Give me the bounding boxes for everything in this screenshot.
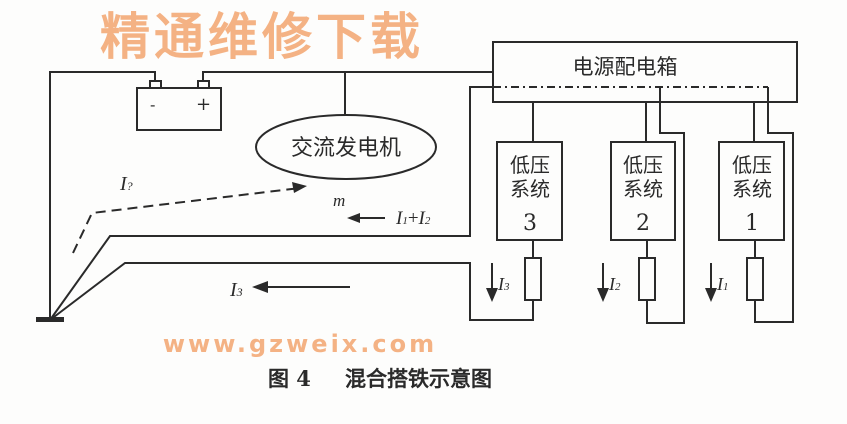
arrow-i3 (486, 288, 498, 302)
unknown-current-path (72, 187, 301, 254)
unknown-current-label: I? (119, 173, 133, 195)
svg-text:2: 2 (636, 211, 650, 236)
watermark-cn: 精通维修下载 (100, 8, 424, 66)
arrow-i2 (597, 288, 609, 302)
arrow-i1-i2 (347, 213, 360, 223)
system-1-label: 低压 系统 1 (732, 153, 772, 236)
figure-title: 混合搭铁示意图 (345, 366, 492, 391)
battery-terminal-negative (149, 80, 162, 89)
svg-text:系统: 系统 (732, 177, 772, 201)
figure-number: 图 4 (268, 366, 311, 391)
svg-text:系统: 系统 (510, 177, 550, 201)
load-resistor-1 (746, 257, 764, 301)
svg-text:低压: 低压 (510, 153, 550, 177)
arrow-i3-return (252, 281, 268, 293)
battery-minus-label: - (150, 95, 155, 114)
svg-text:1: 1 (745, 211, 759, 236)
system-box-2 (610, 141, 676, 241)
ground-return-1 (754, 87, 794, 323)
ground-return-2 (646, 87, 685, 324)
top-wire-left (49, 71, 156, 320)
system-box-1 (718, 141, 785, 241)
load-resistor-2 (638, 257, 656, 301)
system-2-label: 低压 系统 2 (623, 153, 663, 236)
battery-plus-label: + (196, 94, 211, 115)
svg-text:低压: 低压 (623, 153, 663, 177)
distribution-box-label: 电源配电箱 (573, 55, 678, 79)
load-resistor-3 (524, 257, 542, 301)
current-i1-label: I1 (716, 274, 729, 294)
alternator-label: 交流发电机 (291, 136, 401, 161)
svg-text:低压: 低压 (732, 153, 772, 177)
current-i3-label: I3 (497, 274, 510, 294)
sum-current-label: I1+I2 (395, 208, 431, 229)
arrow-unknown-current (292, 182, 307, 193)
current-i2-label: I2 (608, 274, 621, 294)
ground-wire-3 (49, 262, 534, 321)
system-3-label: 低压 系统 3 (510, 153, 550, 236)
return-current-i3-label: I3 (229, 279, 243, 301)
alternator (255, 114, 437, 180)
watermark-url: www.gzweix.com (163, 330, 437, 358)
top-wire-right (202, 71, 493, 81)
battery (136, 87, 222, 131)
svg-text:系统: 系统 (623, 177, 663, 201)
arrow-i1 (705, 288, 717, 302)
ground-wire-12 (49, 86, 493, 321)
alternator-mark: m (333, 191, 345, 210)
battery-terminal-positive (197, 80, 210, 89)
ground-symbol (36, 317, 64, 322)
svg-text:3: 3 (523, 211, 537, 236)
system-box-3 (496, 141, 563, 241)
